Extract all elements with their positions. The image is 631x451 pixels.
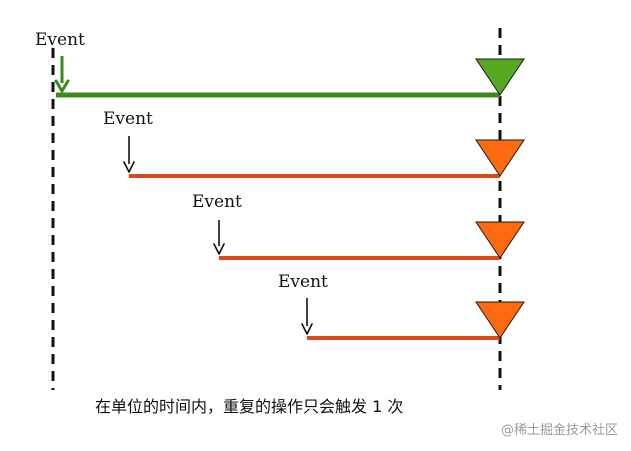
trigger-marker <box>475 139 525 177</box>
event-row: Event <box>35 30 525 98</box>
event-row: Event <box>103 109 525 178</box>
event-label: Event <box>103 109 153 129</box>
trigger-marker <box>475 58 525 96</box>
caption: 在单位的时间内，重复的操作只会触发 1 次 <box>95 397 403 416</box>
trigger-marker <box>475 301 525 339</box>
event-label: Event <box>35 30 85 50</box>
event-label: Event <box>278 272 328 292</box>
event-row: Event <box>192 192 525 260</box>
event-arrow-head <box>54 79 70 93</box>
event-arrow-head <box>301 323 313 335</box>
event-row: Event <box>278 272 525 340</box>
event-arrow-head <box>123 161 135 173</box>
event-arrow-head <box>213 243 225 255</box>
trigger-marker <box>475 221 525 259</box>
event-label: Event <box>192 192 242 212</box>
watermark: @稀土掘金技术社区 <box>501 422 618 438</box>
